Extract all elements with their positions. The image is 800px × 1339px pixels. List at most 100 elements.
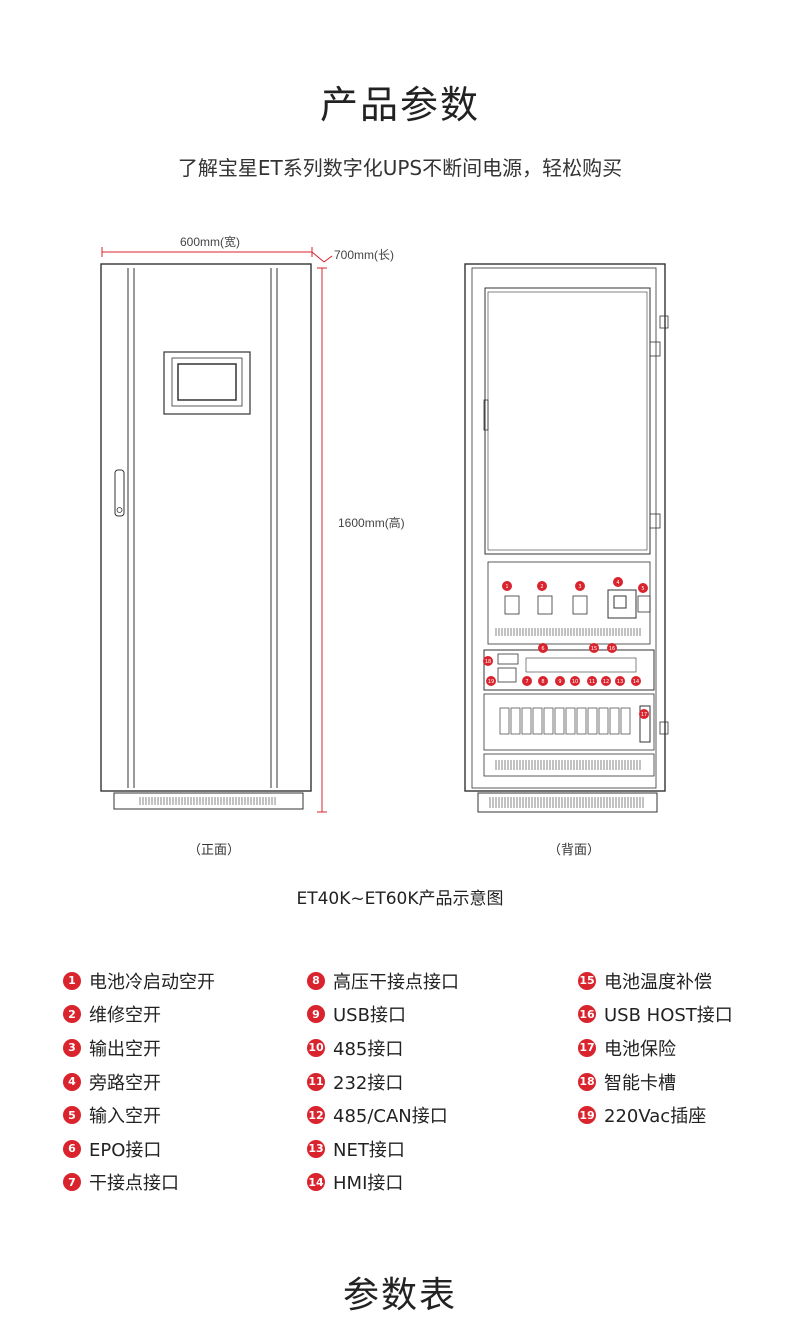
legend-item: 1 电池冷启动空开 xyxy=(63,964,215,998)
callout-badge: 12 xyxy=(601,676,611,686)
legend-label: HMI接口 xyxy=(333,1173,404,1195)
legend-item: 15 电池温度补偿 xyxy=(578,964,733,998)
page-subtitle: 了解宝星ET系列数字化UPS不断间电源，轻松购买 xyxy=(177,156,623,180)
dimension-lines xyxy=(101,247,333,813)
callout-number: 15 xyxy=(591,646,597,652)
number-badge: 13 xyxy=(307,1139,325,1158)
terminal-block xyxy=(499,707,631,735)
callout-number: 6 xyxy=(541,646,544,652)
number-badge: 9 xyxy=(307,1005,325,1024)
legend-item: 16 USB HOST接口 xyxy=(578,998,733,1032)
number-badge: 11 xyxy=(307,1072,325,1091)
number-badge: 12 xyxy=(307,1106,325,1125)
number-badge: 15 xyxy=(578,971,596,990)
front-vent xyxy=(139,797,276,805)
height-dimension-label: 1600mm(高) xyxy=(338,516,405,530)
callout-number: 7 xyxy=(525,679,528,685)
callout-badge: 16 xyxy=(607,643,617,653)
callout-badge: 3 xyxy=(575,581,585,591)
callout-badge: 1 xyxy=(502,581,512,591)
callout-badge: 6 xyxy=(538,643,548,653)
number-badge: 5 xyxy=(63,1106,81,1125)
callout-badge: 7 xyxy=(522,676,532,686)
legend-label: 输出空开 xyxy=(89,1038,161,1060)
legend-column-1: 1 电池冷启动空开 2 维修空开 3 输出空开 4 旁路空开 5 输入空开 6 EPO接口 7 干接点接口 xyxy=(63,964,215,1199)
callout-badge: 2 xyxy=(537,581,547,591)
legend-label: 维修空开 xyxy=(89,1005,161,1027)
callout-badge: 18 xyxy=(483,656,493,666)
legend-item: 4 旁路空开 xyxy=(63,1065,215,1099)
number-badge: 10 xyxy=(307,1038,325,1057)
callout-number: 17 xyxy=(641,712,647,718)
legend-label: 旁路空开 xyxy=(89,1072,161,1094)
callout-badge: 13 xyxy=(615,676,625,686)
number-badge: 1 xyxy=(63,971,81,990)
callout-number: 19 xyxy=(488,679,494,685)
back-view-label: （背面） xyxy=(548,843,601,858)
number-badge: 7 xyxy=(63,1173,81,1192)
callout-number: 13 xyxy=(617,679,623,685)
legend-item: 12 485/CAN接口 xyxy=(307,1098,459,1132)
legend-label: 输入空开 xyxy=(89,1106,161,1128)
legend-label: 电池温度补偿 xyxy=(604,971,712,993)
number-badge: 14 xyxy=(307,1173,325,1192)
callout-number: 1 xyxy=(505,584,508,590)
legend-label: EPO接口 xyxy=(89,1139,162,1161)
number-badge: 8 xyxy=(307,971,325,990)
legend-item: 5 输入空开 xyxy=(63,1098,215,1132)
legend-item: 7 干接点接口 xyxy=(63,1166,215,1200)
diagram-caption: ET40K~ET60K产品示意图 xyxy=(296,889,504,909)
callout-badge: 10 xyxy=(570,676,580,686)
legend-item: 3 输出空开 xyxy=(63,1031,215,1065)
callout-badge: 11 xyxy=(587,676,597,686)
callout-number: 18 xyxy=(485,659,491,665)
number-badge: 4 xyxy=(63,1072,81,1091)
callout-badge: 8 xyxy=(538,676,548,686)
width-dimension-label: 600mm(宽) xyxy=(180,235,241,249)
callout-number: 12 xyxy=(603,679,609,685)
legend-label: USB接口 xyxy=(333,1005,406,1027)
legend-label: USB HOST接口 xyxy=(604,1005,733,1027)
callout-badge: 19 xyxy=(486,676,496,686)
callout-number: 5 xyxy=(641,586,644,592)
back-view xyxy=(464,263,669,813)
legend-label: NET接口 xyxy=(333,1139,405,1161)
callout-badge: 14 xyxy=(631,676,641,686)
number-badge: 2 xyxy=(63,1005,81,1024)
front-view xyxy=(100,263,312,810)
depth-dimension-label: 700mm(长) xyxy=(334,248,395,262)
back-vents xyxy=(489,628,644,808)
legend-item: 9 USB接口 xyxy=(307,998,459,1032)
callout-number: 9 xyxy=(558,679,561,685)
callout-badge: 17 xyxy=(639,709,649,719)
legend-item: 13 NET接口 xyxy=(307,1132,459,1166)
parameter-table-title: 参数表 xyxy=(342,1275,457,1316)
callout-number: 8 xyxy=(541,679,544,685)
number-badge: 18 xyxy=(578,1072,596,1091)
legend-label: 220Vac插座 xyxy=(604,1106,707,1128)
legend-item: 6 EPO接口 xyxy=(63,1132,215,1166)
callout-number: 11 xyxy=(589,679,595,685)
legend-item: 2 维修空开 xyxy=(63,998,215,1032)
callout-badge: 5 xyxy=(638,583,648,593)
legend-label: 电池冷启动空开 xyxy=(89,971,215,993)
legend-label: 485/CAN接口 xyxy=(333,1106,448,1128)
number-badge: 16 xyxy=(578,1005,596,1024)
number-badge: 17 xyxy=(578,1038,596,1057)
legend-label: 电池保险 xyxy=(604,1038,676,1060)
callout-number: 14 xyxy=(633,679,639,685)
callout-number: 3 xyxy=(578,584,581,590)
number-badge: 6 xyxy=(63,1139,81,1158)
legend-item: 14 HMI接口 xyxy=(307,1166,459,1200)
number-badge: 19 xyxy=(578,1106,596,1125)
legend-label: 干接点接口 xyxy=(89,1173,179,1195)
legend-item: 17 电池保险 xyxy=(578,1031,733,1065)
number-badge: 3 xyxy=(63,1038,81,1057)
